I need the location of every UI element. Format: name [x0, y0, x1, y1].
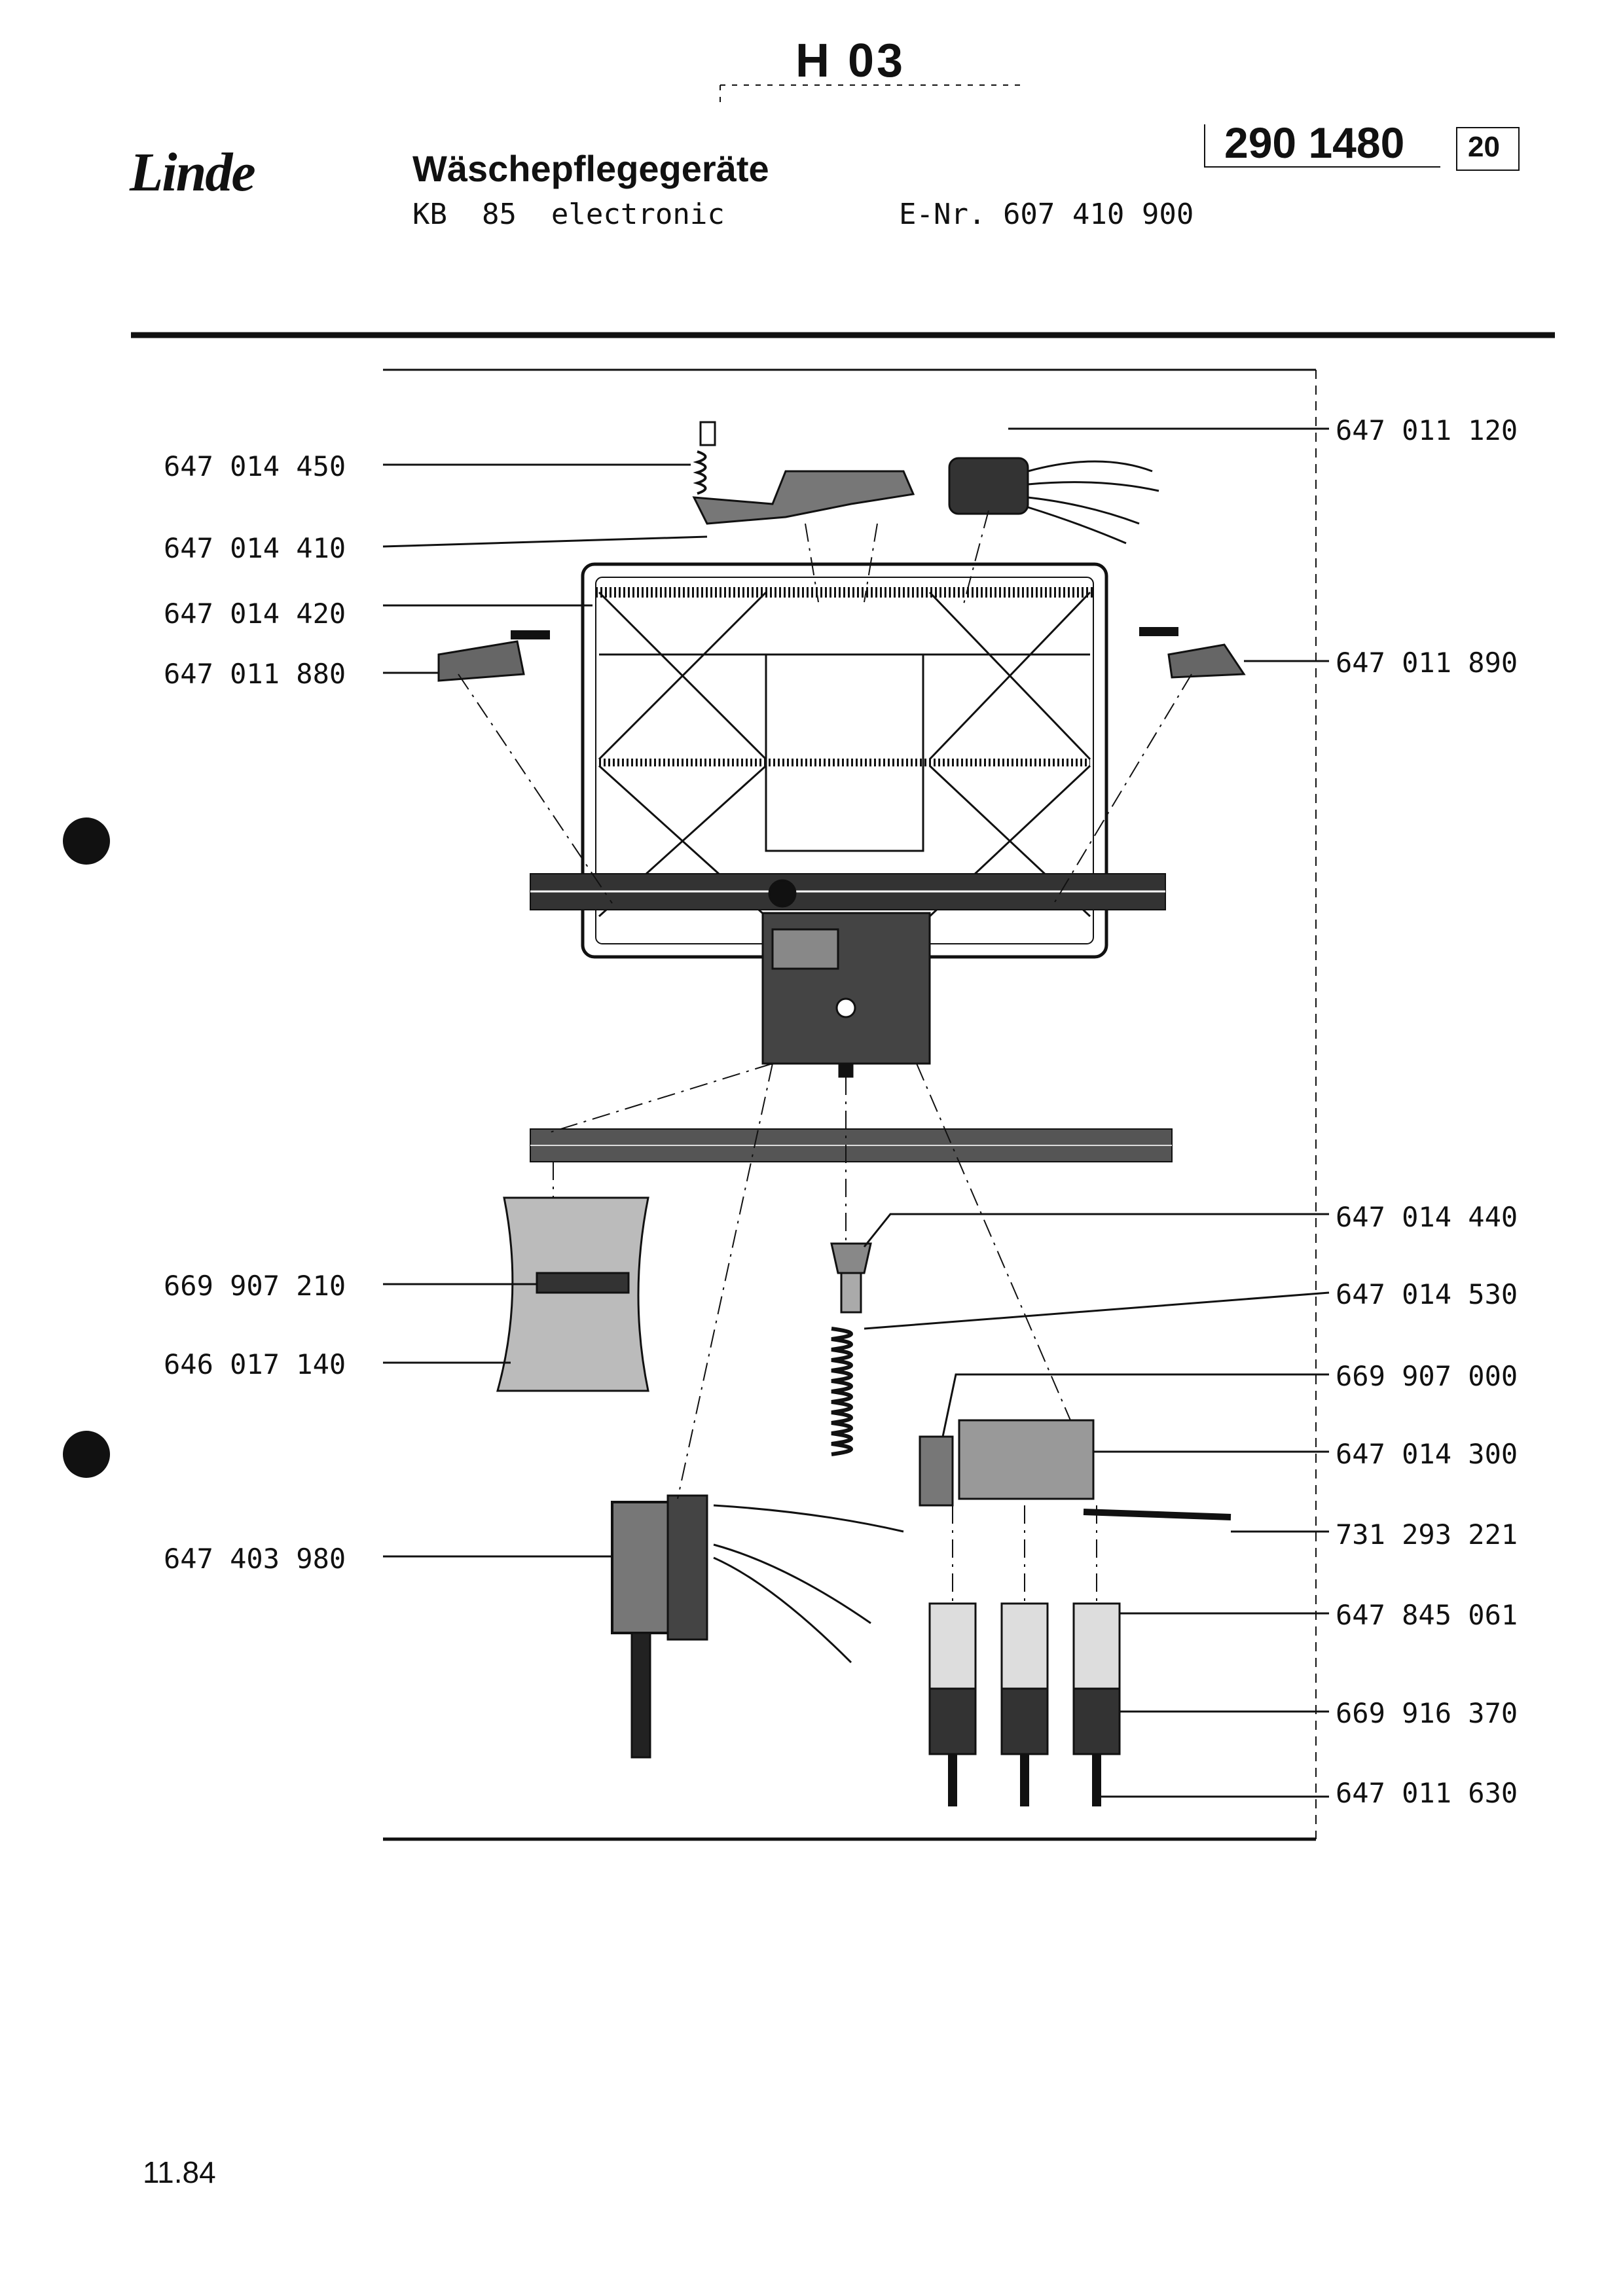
part-number-label: 647 014 410 [164, 532, 346, 564]
part-number-label: 647 011 880 [164, 658, 346, 690]
part-number-label: 669 916 370 [1336, 1697, 1518, 1729]
part-number-label: 669 907 210 [164, 1270, 346, 1302]
page-number: 20 [1468, 131, 1500, 163]
part-number-label: 647 403 980 [164, 1543, 346, 1575]
model-name: KB 85 electronic [412, 198, 725, 231]
part-number-label: 646 017 140 [164, 1348, 346, 1380]
sheet-code: H 03 [795, 35, 906, 87]
part-number-label: 647 011 890 [1336, 647, 1518, 679]
part-number-label: 731 293 221 [1336, 1518, 1518, 1551]
part-number-label: 647 014 300 [1336, 1438, 1518, 1470]
part-number-label: 647 011 630 [1336, 1777, 1518, 1809]
part-number-label: 669 907 000 [1336, 1360, 1518, 1392]
linde-logo: Linde [130, 142, 256, 203]
part-number-label: 647 014 440 [1336, 1201, 1518, 1233]
part-number-label: 647 014 530 [1336, 1278, 1518, 1310]
part-number-label: 647 845 061 [1336, 1599, 1518, 1631]
part-number-label: 647 014 420 [164, 598, 346, 630]
product-group-title: Wäschepflegegeräte [412, 148, 769, 189]
e-number: E-Nr. 607 410 900 [899, 198, 1194, 231]
part-number-label: 647 011 120 [1336, 414, 1518, 446]
document-number: 290 1480 [1224, 118, 1405, 167]
part-number-label: 647 014 450 [164, 450, 346, 482]
revision-date: 11.84 [143, 2155, 216, 2189]
